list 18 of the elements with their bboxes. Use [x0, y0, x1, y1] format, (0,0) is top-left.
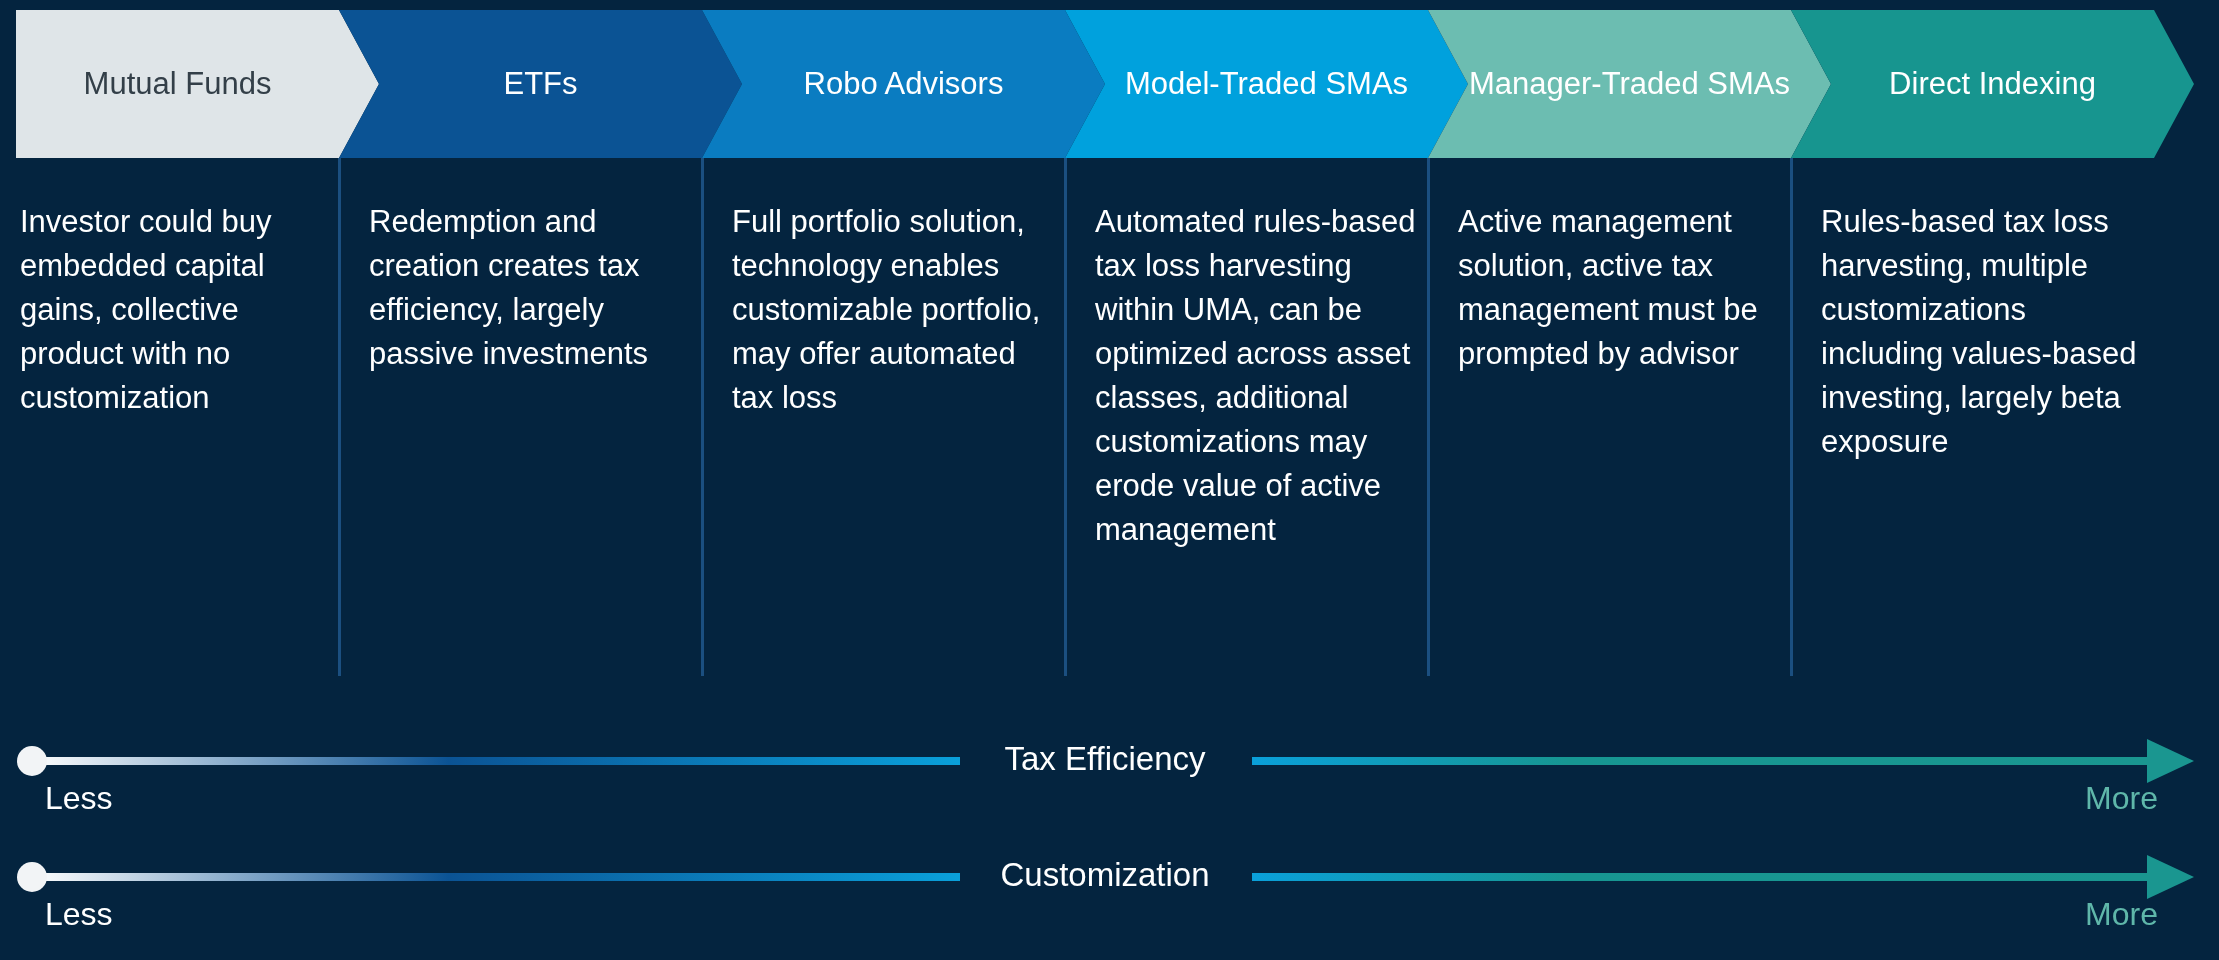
description-text: Rules-based tax loss harvesting, multiple customizations including values-based investing, largely beta exposure — [1821, 203, 2138, 461]
scale-min-label: Less — [45, 895, 113, 933]
description-text: Active management solution, active tax management must be prompted by advisor — [1458, 203, 1759, 373]
description-text: Automated rules-based tax loss harvesting within UMA, can be optimized across asset classes, additional customizations may erode value of active management — [1095, 203, 1417, 549]
stage-title: Robo Advisors — [803, 65, 1004, 103]
stage-title: Manager-Traded SMAs — [1468, 65, 1790, 103]
description-text: Full portfolio solution, technology enables customizable portfolio, may offer automated tax loss — [732, 203, 1042, 417]
stage-title: Direct Indexing — [1889, 65, 2096, 103]
description-text: Investor could buy embedded capital gains, collective product with no customization — [20, 203, 273, 417]
stage-title: Model-Traded SMAs — [1124, 65, 1409, 103]
scale-max-label: More — [2085, 895, 2158, 933]
scale-title: Customization — [999, 855, 1211, 895]
description-text: Redemption and creation creates tax efficiency, largely passive investments — [369, 203, 650, 373]
stage-title: Mutual Funds — [83, 65, 272, 103]
scale-max-label: More — [2085, 779, 2158, 817]
scale-min-label: Less — [45, 779, 113, 817]
scale-title: Tax Efficiency — [1003, 739, 1207, 779]
stage-title: ETFs — [503, 65, 578, 103]
